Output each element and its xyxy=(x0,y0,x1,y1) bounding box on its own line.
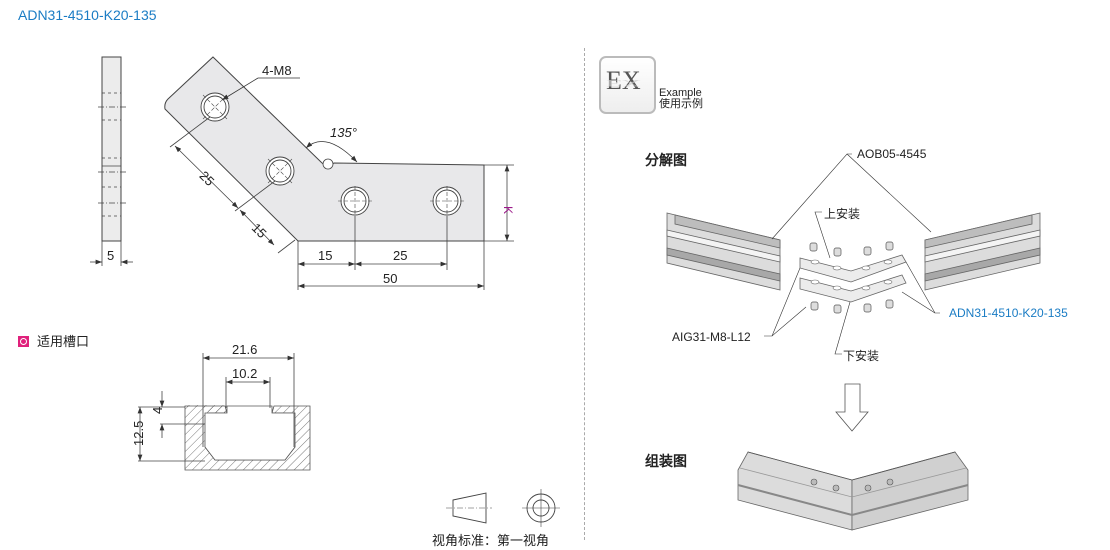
dim-thickness: 5 xyxy=(107,248,114,263)
example-badge xyxy=(599,56,656,114)
slot-section-heading: 适用槽口 xyxy=(18,331,89,350)
slot-heading-text: 适用槽口 xyxy=(37,334,90,349)
dim-h-pitch: 25 xyxy=(393,248,407,263)
side-view: 5 xyxy=(90,56,133,266)
example-badge-reflection: EX xyxy=(606,77,641,88)
callout-plate: ADN31-4510-K20-135 xyxy=(949,306,1068,320)
callout-lower: 下安装 xyxy=(843,349,880,363)
assembled-view xyxy=(737,451,969,531)
exploded-view xyxy=(666,153,1041,432)
example-label: Example 使用示例 xyxy=(659,88,703,110)
section-divider xyxy=(584,48,585,540)
callout-nut: AIG31-M8-L12 xyxy=(672,330,751,344)
dim-height-k: K xyxy=(501,206,515,214)
dim-total-length: 50 xyxy=(383,271,397,286)
plate-view: 4-M8 135° 25 15 15 25 50 K xyxy=(164,56,515,290)
projection-label: 视角标准：第一视角 xyxy=(432,533,550,548)
slot-lip: 4 xyxy=(150,407,165,414)
callout-profile: AOB05-4545 xyxy=(857,147,927,161)
down-arrow-icon xyxy=(835,383,869,432)
first-angle-projection-symbol xyxy=(446,489,560,527)
example-badge-text: EX xyxy=(606,66,641,95)
angle-label: 135° xyxy=(330,125,357,140)
slot-depth: 12.5 xyxy=(131,421,146,446)
callout-upper: 上安装 xyxy=(824,207,861,221)
slot-width: 21.6 xyxy=(232,342,257,357)
left-profile xyxy=(666,212,781,291)
part-number-title: ADN31-4510-K20-135 xyxy=(18,7,157,23)
slot-opening: 10.2 xyxy=(232,366,257,381)
example-label-cn: 使用示例 xyxy=(659,98,703,110)
exploded-heading: 分解图 xyxy=(645,152,687,168)
dim-h-edge: 15 xyxy=(318,248,332,263)
example-label-en: Example xyxy=(659,87,702,99)
dim-diag-pitch: 25 xyxy=(197,168,218,189)
thread-callout: 4-M8 xyxy=(262,63,292,78)
right-profile xyxy=(924,212,1041,291)
slot-section-drawing: 21.6 10.2 4 12.5 xyxy=(131,342,311,471)
circle-badge-icon xyxy=(18,336,29,347)
assembled-heading: 组装图 xyxy=(645,453,687,469)
